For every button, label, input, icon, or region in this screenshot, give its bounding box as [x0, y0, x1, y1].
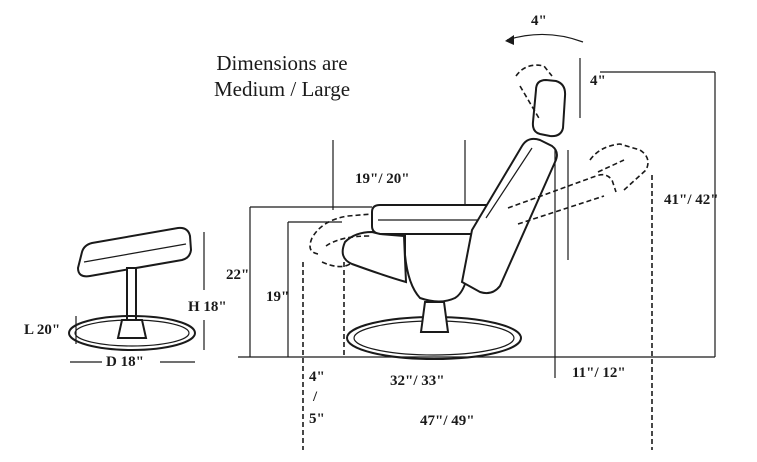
front-offset-label-a: 4"	[309, 369, 325, 385]
ottoman-height-label: H 18"	[188, 299, 227, 315]
reclined-headrest-ghost-inner	[597, 159, 625, 173]
reclined-headrest-ghost	[589, 143, 649, 191]
tilted-headrest-ghost-side	[519, 85, 541, 121]
chair-headrest	[531, 78, 567, 138]
dimensions-note: Dimensions are Medium / Large	[182, 50, 382, 103]
front-offset-separator: /	[313, 389, 318, 405]
ottoman-cushion-seam	[83, 243, 187, 263]
note-line-1: Dimensions are	[216, 51, 348, 75]
chair-pedestal	[404, 231, 474, 303]
reclined-backrest-ghost-lower	[517, 195, 605, 225]
headrest-tilt-label: 4"	[531, 13, 547, 29]
chair-drawing	[249, 33, 716, 450]
ottoman-base	[68, 315, 196, 351]
chair-backrest-seam	[485, 147, 533, 219]
ottoman-depth-label: D 18"	[106, 354, 144, 370]
ottoman-hub	[116, 319, 148, 339]
ottoman-length-label: L 20"	[24, 322, 61, 338]
front-offset-label-b: 5"	[309, 411, 325, 427]
ottoman-drawing	[68, 226, 205, 363]
recline-extension-label: 11"/ 12"	[572, 365, 626, 381]
overall-height-label: 41"/ 42"	[664, 192, 719, 208]
headrest-tilt-arc	[506, 33, 584, 43]
seat-front-ghost-mid	[325, 235, 371, 247]
seat-front-ghost-lower	[321, 261, 351, 268]
chair-backrest	[460, 137, 558, 295]
headrest-rise-label: 4"	[590, 73, 606, 89]
arm-height-label: 22"	[226, 267, 250, 283]
chair-seat-front	[341, 230, 408, 284]
seat-front-ghost	[309, 213, 373, 255]
ottoman-cushion	[76, 226, 193, 278]
chair-hub	[419, 301, 450, 333]
tilted-headrest-ghost	[515, 64, 553, 77]
ottoman-stem	[126, 267, 137, 321]
base-diameter-label: 32"/ 33"	[390, 373, 445, 389]
headrest-tilt-arrow	[505, 35, 514, 45]
seat-depth-label: 19"/ 20"	[355, 171, 410, 187]
overall-length-label: 47"/ 49"	[420, 413, 475, 429]
seat-height-label: 19"	[266, 289, 290, 305]
note-line-2: Medium / Large	[213, 77, 351, 102]
